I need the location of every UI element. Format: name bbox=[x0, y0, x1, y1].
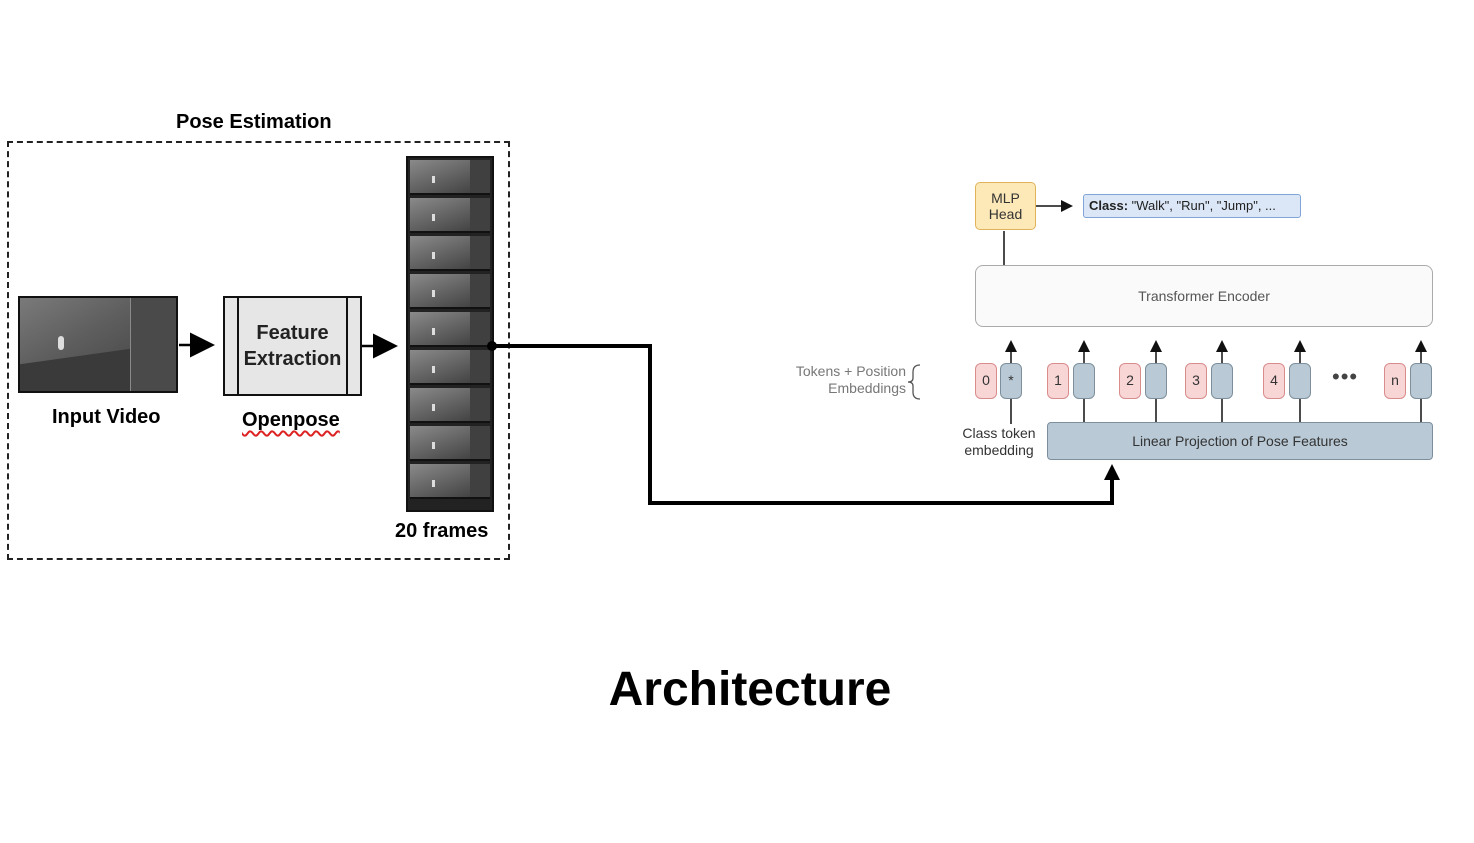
position-token-2: 2 bbox=[1119, 363, 1141, 399]
position-token-n: n bbox=[1384, 363, 1406, 399]
feature-extraction-box: Feature Extraction bbox=[223, 296, 362, 396]
position-token-3: 3 bbox=[1185, 363, 1207, 399]
pose-estimation-title: Pose Estimation bbox=[176, 111, 332, 133]
frames-strip bbox=[406, 156, 494, 512]
feature-extraction-line1: Feature bbox=[256, 322, 329, 344]
architecture-title: Architecture bbox=[608, 663, 892, 716]
input-video-thumbnail bbox=[18, 296, 178, 393]
mlp-head-box: MLP Head bbox=[975, 182, 1036, 230]
arrow-frames-to-projection bbox=[492, 344, 1114, 505]
tokens-position-line1: Tokens + Position bbox=[795, 363, 906, 379]
class-output-values: "Walk", "Run", "Jump", ... bbox=[1128, 198, 1276, 213]
patch-token-n bbox=[1410, 363, 1432, 399]
feature-extraction-line2: Extraction bbox=[243, 348, 342, 370]
input-video-label: Input Video bbox=[52, 406, 161, 428]
position-token-1: 1 bbox=[1047, 363, 1069, 399]
mlp-head-line2: Head bbox=[988, 206, 1023, 222]
tokens-position-label: Tokens + Position Embeddings bbox=[776, 363, 906, 397]
mlp-head-line1: MLP bbox=[991, 190, 1020, 206]
patch-token-1 bbox=[1073, 363, 1095, 399]
class-token-line1: Class token bbox=[962, 425, 1036, 441]
patch-token-3 bbox=[1211, 363, 1233, 399]
arrowhead-projection bbox=[1104, 464, 1120, 480]
position-token-4: 4 bbox=[1263, 363, 1285, 399]
tokens-position-line2: Embeddings bbox=[828, 380, 906, 396]
position-token-0: 0 bbox=[975, 363, 997, 399]
frames-label: 20 frames bbox=[395, 520, 489, 542]
class-output-box: Class: "Walk", "Run", "Jump", ... bbox=[1083, 194, 1301, 218]
brace-icon bbox=[907, 364, 921, 400]
class-token-embedding-label: Class token embedding bbox=[950, 425, 1048, 459]
ellipsis-dots: ••• bbox=[1332, 364, 1359, 389]
openpose-label: Openpose bbox=[242, 409, 340, 431]
class-token: * bbox=[1000, 363, 1022, 399]
patch-token-4 bbox=[1289, 363, 1311, 399]
transformer-encoder-box: Transformer Encoder bbox=[975, 265, 1433, 327]
pose-estimation-group bbox=[7, 141, 510, 560]
patch-token-2 bbox=[1145, 363, 1167, 399]
class-output-prefix: Class: bbox=[1089, 198, 1129, 213]
class-token-line2: embedding bbox=[964, 442, 1034, 458]
linear-projection-box: Linear Projection of Pose Features bbox=[1047, 422, 1433, 460]
